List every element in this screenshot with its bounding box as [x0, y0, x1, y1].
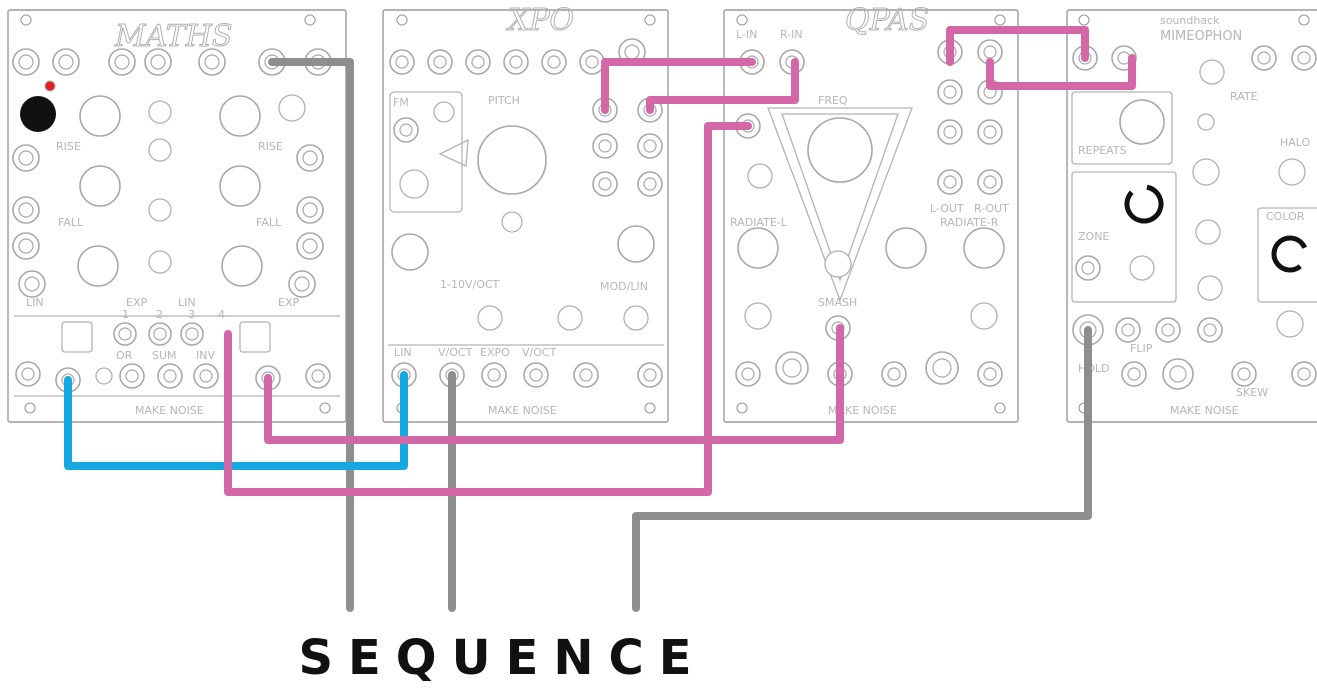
xpo-label-mod-lin: MOD/LIN — [600, 280, 648, 293]
gray-cable-maths[interactable] — [268, 58, 354, 612]
mimeophon-label-hold: HOLD — [1078, 362, 1110, 375]
mimeophon-label-repeats: REPEATS — [1078, 144, 1127, 157]
qpas-label-l-out: L-OUT — [930, 202, 964, 215]
qpas-label-r-in: R-IN — [780, 28, 803, 41]
maths-label-sum: SUM — [152, 349, 177, 362]
xpo-label-voct: V/OCT — [438, 346, 473, 359]
pink-cable-qpas-to-mimeophon-a[interactable] — [946, 26, 1089, 66]
maths-label-3: 3 — [188, 308, 195, 321]
maths-label-rise-right: RISE — [258, 140, 283, 153]
qpas-brand: MAKE NOISE — [828, 404, 897, 417]
maths-label-or: OR — [116, 349, 133, 362]
pink-cable-xpo-to-qpas-r[interactable] — [646, 58, 799, 114]
qpas-label-radiate-l: RADIATE-L — [730, 216, 788, 229]
maths-label-4: 4 — [218, 308, 225, 321]
gray-cable-mimeophon[interactable] — [632, 326, 1092, 612]
module-mimeophon-subtitle: soundhack — [1160, 14, 1220, 27]
qpas-label-r-out: R-OUT — [974, 202, 1009, 215]
module-mimeophon: soundhack MIMEOPHON REPEATS RATE ZONE — [1066, 9, 1317, 423]
qpas-label-l-in: L-IN — [736, 28, 757, 41]
module-qpas: QPAS L-IN R-IN FREQ RADIATE-L — [723, 3, 1019, 423]
maths-label-fall-left: FALL — [58, 216, 84, 229]
color-knob-indicator — [1271, 235, 1309, 273]
patch-cables — [64, 26, 1136, 612]
mimeophon-label-skew: SKEW — [1236, 386, 1268, 399]
module-maths: MATHS — [7, 9, 347, 423]
zone-knob-indicator — [1124, 184, 1164, 224]
pink-cable-maths-to-qpas-in[interactable] — [224, 122, 752, 496]
module-mimeophon-title: MIMEOPHON — [1160, 29, 1242, 44]
mimeophon-label-halo: HALO — [1280, 136, 1311, 149]
maths-label-lin-left: LIN — [26, 296, 44, 309]
pink-cable-qpas-to-mimeophon-b[interactable] — [986, 54, 1136, 90]
module-qpas-title: QPAS — [845, 3, 929, 38]
qpas-label-smash: SMASH — [818, 296, 857, 309]
sequence-caption: SEQUENCE — [298, 630, 707, 686]
cycle-button[interactable] — [20, 96, 56, 132]
maths-label-exp-right: EXP — [278, 296, 299, 309]
mimeophon-label-color: COLOR — [1266, 210, 1305, 223]
maths-brand: MAKE NOISE — [135, 404, 204, 417]
xpo-label-lin: LIN — [394, 346, 412, 359]
pink-cable-maths-to-qpas[interactable] — [264, 324, 844, 444]
qpas-label-radiate-r: RADIATE-R — [940, 216, 999, 229]
maths-label-rise-left: RISE — [56, 140, 81, 153]
xpo-label-voct-2: V/OCT — [522, 346, 557, 359]
maths-label-exp-left: EXP — [126, 296, 147, 309]
mimeophon-brand: MAKE NOISE — [1170, 404, 1239, 417]
xpo-label-fm: FM — [393, 96, 409, 109]
module-xpo-title: XPO — [506, 3, 574, 38]
maths-label-fall-right: FALL — [256, 216, 282, 229]
xpo-brand: MAKE NOISE — [488, 404, 557, 417]
mimeophon-label-zone: ZONE — [1078, 230, 1109, 243]
module-xpo: XPO FM PITCH 1-10V — [382, 3, 669, 423]
xpo-label-pitch: PITCH — [488, 94, 520, 107]
maths-label-2: 2 — [156, 308, 163, 321]
cycle-led — [44, 80, 56, 92]
xpo-label-voct-range: 1-10V/OCT — [440, 278, 500, 291]
mimeophon-label-rate: RATE — [1230, 90, 1258, 103]
xpo-label-expo: EXPO — [480, 346, 510, 359]
pink-cable-xpo-to-qpas-l[interactable] — [601, 58, 756, 114]
blue-cable-maths-to-xpo[interactable] — [64, 371, 408, 470]
maths-label-1: 1 — [122, 308, 129, 321]
maths-label-lin-right: LIN — [178, 296, 196, 309]
maths-label-inv: INV — [196, 349, 215, 362]
mimeophon-label-flip: FLIP — [1130, 342, 1153, 355]
qpas-label-freq: FREQ — [818, 94, 848, 107]
